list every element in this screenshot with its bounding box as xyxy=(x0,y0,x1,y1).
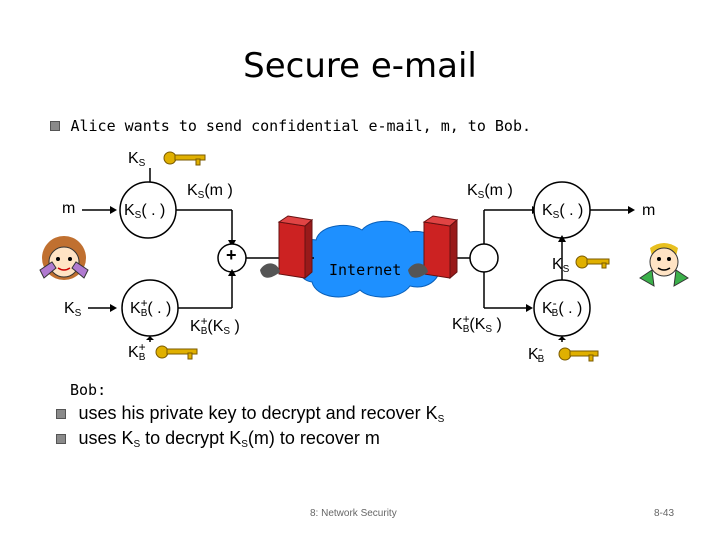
internet-cloud xyxy=(297,220,441,298)
bob-heading: Bob: xyxy=(70,381,107,399)
key-ks-right-icon xyxy=(575,255,610,269)
page-title: Secure e-mail xyxy=(243,46,477,86)
label-out-ks-msg-right: KS(m ) xyxy=(467,182,513,201)
label-enc-kb: K+B( . ) xyxy=(130,296,172,319)
label-ks-top: KS xyxy=(128,150,146,169)
bullet-square-icon xyxy=(56,409,66,419)
label-dec-kb: K-B( . ) xyxy=(542,296,583,319)
label-m-left: m xyxy=(62,200,76,217)
bullet-square-icon xyxy=(56,434,66,444)
key-kb-minus-icon xyxy=(558,347,599,362)
intro-text: Alice wants to send confidential e-mail,… xyxy=(70,117,532,135)
key-ks-top-icon xyxy=(163,151,206,166)
router-right-icon xyxy=(408,215,459,280)
label-ks-left-lower: KS xyxy=(64,300,82,319)
label-kb-minus-key: K-B xyxy=(528,342,545,365)
footer-page-number: 8-43 xyxy=(654,508,675,519)
label-out-kb-left: K+B(KS ) xyxy=(190,314,240,337)
label-out-ks-msg-left: KS(m ) xyxy=(187,182,233,201)
alice-icon xyxy=(39,236,89,280)
split-circle xyxy=(469,243,499,273)
bob-icon xyxy=(639,243,689,287)
bob-bullet-1: uses his private key to decrypt and reco… xyxy=(56,403,444,425)
label-kb-plus-key: K+B xyxy=(128,340,146,363)
router-left-icon xyxy=(260,215,314,280)
label-m-right: m xyxy=(642,202,656,219)
label-internet: Internet xyxy=(329,261,402,279)
bob-bullet-2: uses KS to decrypt KS(m) to recover m xyxy=(56,428,380,450)
label-out-kb-right: K+B(KS ) xyxy=(452,312,502,335)
bullet-square-icon xyxy=(50,121,60,131)
intro-bullet: Alice wants to send confidential e-mail,… xyxy=(50,117,531,136)
label-plus: + xyxy=(226,245,237,265)
label-dec-ks: KS( . ) xyxy=(542,202,584,221)
footer-center: 8: Network Security xyxy=(310,508,397,519)
label-enc-ks: KS( . ) xyxy=(124,202,166,221)
key-kb-plus-icon xyxy=(155,345,198,360)
label-ks-right: KS xyxy=(552,256,570,275)
